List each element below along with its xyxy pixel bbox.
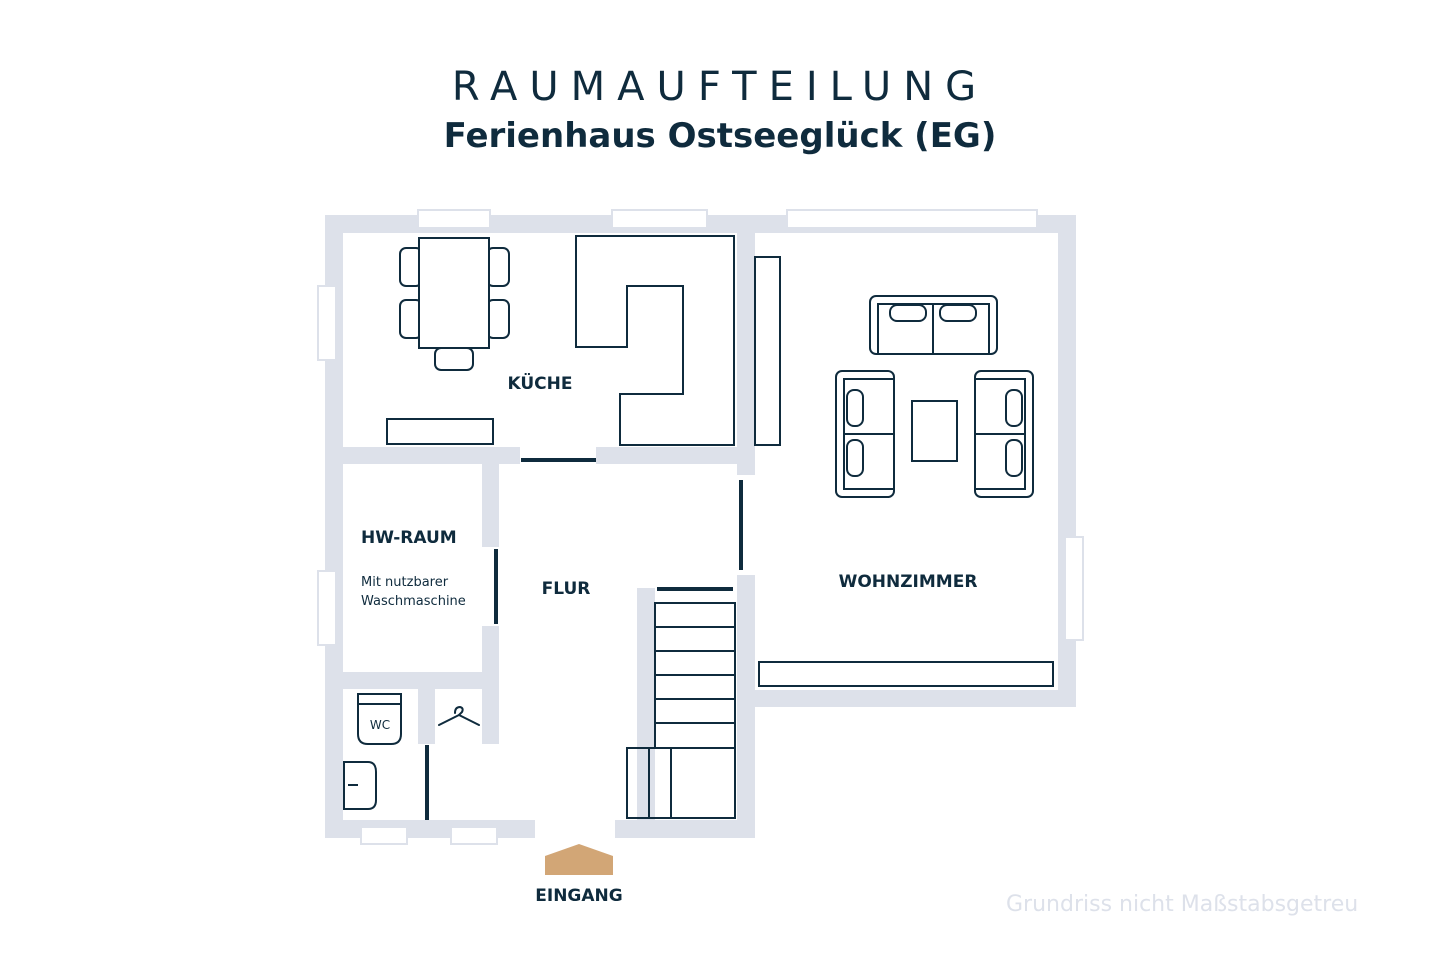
toilet-icon xyxy=(357,693,402,745)
stairs-icon xyxy=(626,602,736,819)
dining-table-icon xyxy=(399,237,510,371)
windows xyxy=(317,209,1084,845)
room-label-wohnzimmer: WOHNZIMMER xyxy=(839,572,978,592)
entrance-arrow-icon xyxy=(545,844,613,875)
coffee-table-icon xyxy=(911,400,958,462)
hw-note-line1: Mit nutzbarer xyxy=(361,575,449,590)
hw-note-line2: Waschmaschine xyxy=(361,594,466,609)
doors xyxy=(425,458,743,820)
scale-disclaimer: Grundriss nicht Maßstabsgetreu xyxy=(1006,892,1359,917)
coat-hanger-icon xyxy=(438,705,480,726)
sink-icon xyxy=(343,761,377,810)
wc-label: WC xyxy=(370,718,390,732)
room-label-flur: FLUR xyxy=(542,579,591,599)
kitchen-counter-icon xyxy=(386,235,735,446)
sofa-icon xyxy=(835,295,1034,498)
room-label-hw-raum: HW-RAUM xyxy=(361,528,457,548)
room-label-kueche: KÜCHE xyxy=(508,372,573,394)
plan-title: RAUMAUFTEILUNG xyxy=(451,64,989,110)
entrance-label: EINGANG xyxy=(535,886,622,906)
plan-subtitle: Ferienhaus Ostseeglück (EG) xyxy=(443,116,997,156)
wall-cabinet-icon xyxy=(754,256,1054,687)
